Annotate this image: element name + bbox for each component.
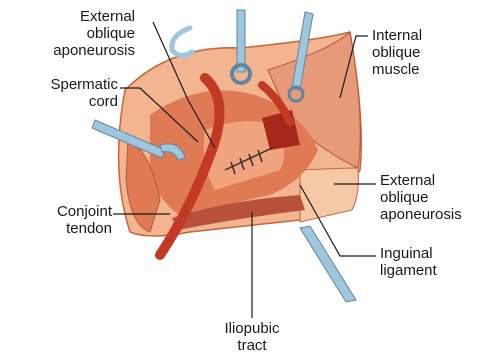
retractor-bottom	[300, 226, 356, 302]
label-external-oblique-aponeurosis-right: External oblique aponeurosis	[380, 172, 462, 223]
label-internal-oblique-muscle: Internal oblique muscle	[372, 27, 422, 78]
label-inguinal-ligament: Inguinal ligament	[380, 245, 437, 279]
hook-instrument	[172, 28, 192, 56]
external-oblique-aponeurosis-right	[300, 168, 358, 222]
label-conjoint-tendon: Conjoint tendon	[8, 203, 112, 237]
label-external-oblique-aponeurosis-top: External oblique aponeurosis	[31, 8, 135, 59]
label-spermatic-cord: Spermatic cord	[14, 76, 118, 110]
label-iliopubic-tract: Iliopubic tract	[212, 320, 292, 354]
